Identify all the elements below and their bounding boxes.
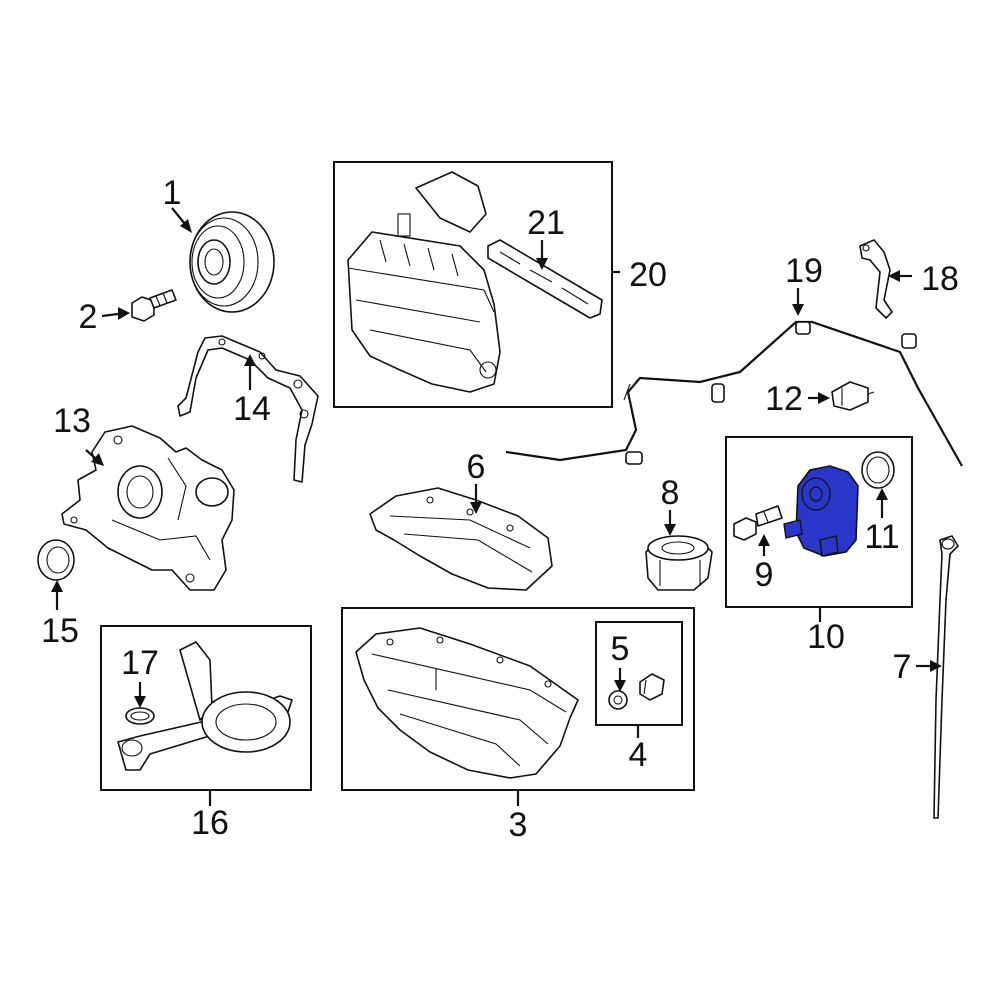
- oil-level-tube: [505, 320, 963, 467]
- oil-cooler: [783, 465, 859, 557]
- windage-tray: [369, 487, 553, 591]
- callout-21: 21: [527, 204, 565, 242]
- callout-18: 18: [921, 260, 959, 298]
- pulley-bolt: [131, 289, 177, 322]
- callout-labels: 1 2 3 4 5 6 7 8 9 10 11 12 13 14 15 16 1…: [41, 174, 959, 844]
- callout-3: 3: [509, 806, 528, 844]
- crankshaft-pulley: [189, 211, 275, 313]
- leader-lines: [51, 207, 942, 806]
- group-box-20: [333, 161, 613, 408]
- drain-plug-washer: [608, 690, 628, 710]
- callout-15: 15: [41, 612, 79, 650]
- oil-filter: [645, 535, 713, 591]
- front-seal: [37, 539, 75, 581]
- drain-plug: [639, 673, 665, 701]
- callout-20: 20: [629, 256, 667, 294]
- oil-pressure-switch: [831, 381, 875, 411]
- callout-13: 13: [53, 402, 91, 440]
- callout-8: 8: [661, 474, 680, 512]
- upper-pan-gasket: [487, 239, 603, 319]
- upper-oil-pan: [347, 171, 501, 393]
- callout-12: 12: [765, 380, 803, 418]
- pickup-o-ring: [125, 707, 155, 725]
- callout-5: 5: [611, 630, 630, 668]
- callout-1: 1: [163, 174, 182, 212]
- group-box-16: [100, 625, 312, 791]
- callout-16: 16: [191, 804, 229, 842]
- callout-11: 11: [864, 518, 899, 556]
- callout-10: 10: [807, 618, 845, 656]
- cooler-o-ring: [861, 451, 895, 489]
- callout-7: 7: [893, 648, 912, 686]
- front-cover: [61, 425, 235, 591]
- group-box-4: [595, 621, 683, 726]
- oil-temp-sensor: [859, 239, 893, 319]
- callout-14: 14: [233, 390, 271, 428]
- lower-oil-pan: [355, 627, 579, 779]
- callout-6: 6: [467, 448, 486, 486]
- front-cover-gasket: [177, 335, 319, 483]
- cooler-bolt: [733, 505, 783, 541]
- dipstick: [933, 535, 959, 819]
- callout-19: 19: [785, 252, 823, 290]
- callout-4: 4: [629, 736, 648, 774]
- callout-2: 2: [79, 298, 98, 336]
- callout-9: 9: [755, 556, 774, 594]
- callout-17: 17: [121, 644, 159, 682]
- oil-pickup-tube: [117, 641, 293, 771]
